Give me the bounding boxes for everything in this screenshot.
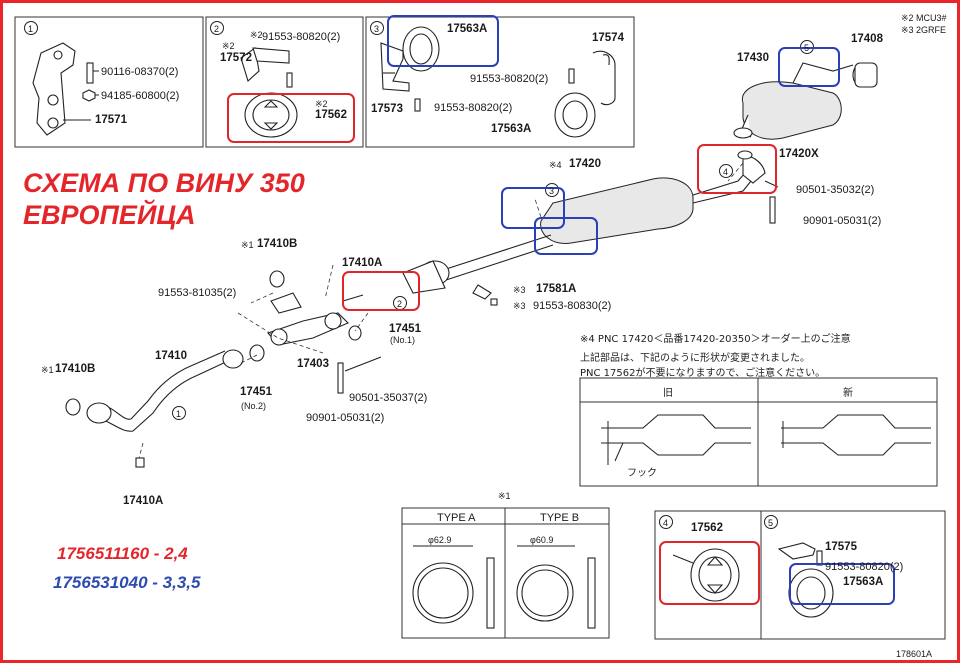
label-91553-81035: 91553-81035(2) bbox=[158, 287, 237, 299]
inset5-label-91553: 91553-80820(2) bbox=[825, 561, 904, 573]
diagram-id: 178601A bbox=[896, 649, 933, 659]
footnote-3: ※3 2GRFE bbox=[901, 25, 947, 35]
highlight-17563a-inset3 bbox=[387, 15, 499, 67]
label-17410a: 17410A bbox=[342, 257, 383, 269]
inset-1-number: 1 bbox=[28, 24, 34, 34]
front-pipe-17410-drawing bbox=[65, 270, 498, 468]
highlight-muffler-inlet bbox=[534, 217, 598, 255]
inset2-mark-b: ※2 bbox=[222, 41, 235, 51]
label-17408: 17408 bbox=[851, 33, 883, 45]
label-17410: 17410 bbox=[155, 350, 187, 362]
inset-45-frame bbox=[654, 510, 946, 640]
annotation-title-line1: СХЕМА ПО ВИНУ 350 bbox=[23, 168, 305, 198]
highlight-17562-inset2 bbox=[227, 93, 355, 143]
highlight-circle3 bbox=[501, 187, 565, 229]
label-17410b-left: 17410B bbox=[55, 363, 96, 375]
gasket-type-b-label: TYPE B bbox=[540, 512, 580, 524]
inset2-label-91553: 91553-80820(2) bbox=[262, 31, 341, 43]
note4-title: ※4 PNC 17420＜品番17420-20350＞オーダー上のご注意 bbox=[580, 334, 851, 345]
highlight-circle5-pipe bbox=[778, 47, 840, 87]
label-90501-35037: 90501-35037(2) bbox=[349, 392, 428, 404]
inset-3-number: 3 bbox=[374, 24, 380, 34]
callout-2: 2 bbox=[397, 299, 403, 309]
inset2-mark-c: ※2 bbox=[315, 99, 328, 109]
hanger-17563a-inset5-drawing bbox=[777, 542, 834, 618]
highlight-17420x bbox=[697, 144, 777, 194]
inset3-label-91553-b: 91553-80820(2) bbox=[434, 102, 513, 114]
label-90501-35032: 90501-35032(2) bbox=[796, 184, 875, 196]
gasket-table-mark: ※1 bbox=[498, 491, 511, 501]
mark-17410b-left: ※1 bbox=[41, 365, 54, 375]
hanger-17563a-inset3-drawing bbox=[380, 26, 616, 138]
note4-old-label: 旧 bbox=[663, 388, 673, 399]
label-90901-05031-b: 90901-05031(2) bbox=[306, 412, 385, 424]
inset3-label-91553-a: 91553-80820(2) bbox=[470, 73, 549, 85]
inset3-label-17563a-bottom: 17563A bbox=[491, 123, 532, 135]
footnote-2: ※2 MCU3# bbox=[901, 13, 947, 23]
inset-2-number: 2 bbox=[214, 24, 220, 34]
inset4-label-17562: 17562 bbox=[691, 522, 723, 534]
callout-4: 4 bbox=[723, 167, 729, 177]
inset3-label-17563a-top: 17563A bbox=[447, 23, 488, 35]
center-pipe-17420-drawing bbox=[402, 150, 779, 294]
callout-1: 1 bbox=[176, 409, 182, 419]
highlight-17563a-inset5 bbox=[789, 563, 895, 605]
inset5-label-17575: 17575 bbox=[825, 541, 857, 553]
note4-new-label: 新 bbox=[843, 388, 853, 399]
label-17451-no1-sub: (No.1) bbox=[390, 335, 416, 345]
inset5-label-17563a: 17563A bbox=[843, 576, 884, 588]
callout-3: 3 bbox=[549, 186, 555, 196]
gasket-type-b-diameter: φ60.9 bbox=[530, 535, 554, 545]
inset-3-frame bbox=[365, 16, 635, 148]
gasket-type-a-label: TYPE A bbox=[437, 512, 476, 524]
gasket-type-table-frame bbox=[401, 507, 610, 639]
label-17451-no1: 17451 bbox=[389, 323, 421, 335]
label-17420: 17420 bbox=[569, 158, 601, 170]
inset2-label-17572: 17572 bbox=[220, 52, 252, 64]
callout-5: 5 bbox=[804, 43, 810, 53]
highlight-17562-inset4 bbox=[659, 541, 760, 605]
label-17410a-bottom: 17410A bbox=[123, 495, 164, 507]
inset3-label-17574: 17574 bbox=[592, 32, 624, 44]
inset1-label-90116: 90116-08370(2) bbox=[101, 66, 179, 78]
label-17451-no2-sub: (No.2) bbox=[241, 401, 267, 411]
mark-17410b-top: ※1 bbox=[241, 240, 254, 250]
bracket-17571-drawing bbox=[32, 42, 99, 136]
code-blue-3-3-5: 1756531040 - 3,3,5 bbox=[53, 573, 201, 592]
label-90901-05031-a: 90901-05031(2) bbox=[803, 215, 882, 227]
inset1-label-94185: 94185-60800(2) bbox=[101, 90, 180, 102]
label-91553-80830: 91553-80830(2) bbox=[533, 300, 612, 312]
inset1-label-17571: 17571 bbox=[95, 114, 127, 126]
note4-line2: PNC 17562が不要になりますので、ご注意ください。 bbox=[580, 368, 826, 379]
label-17430: 17430 bbox=[737, 52, 769, 64]
label-17410b-top: 17410B bbox=[257, 238, 298, 250]
inset-5-number: 5 bbox=[768, 518, 774, 528]
mark-91553-80830: ※3 bbox=[513, 301, 526, 311]
inset-1-frame bbox=[14, 16, 204, 148]
mark-17581a: ※3 bbox=[513, 285, 526, 295]
hanger-17562-inset4-drawing bbox=[672, 548, 740, 602]
note4-line1: 上記部品は、下記のように形状が変更されました。 bbox=[580, 353, 810, 364]
highlight-17410a-flange bbox=[342, 271, 420, 311]
inset-4-number: 4 bbox=[663, 518, 669, 528]
code-red-2-4: 1756511160 - 2,4 bbox=[57, 544, 188, 563]
hanger-17562-inset2-drawing bbox=[240, 47, 298, 138]
inset3-label-17573: 17573 bbox=[371, 103, 403, 115]
label-17420x: 17420X bbox=[779, 148, 819, 160]
annotation-title-line2: ЕВРОПЕЙЦА bbox=[23, 200, 196, 230]
diagram-linework bbox=[14, 16, 946, 640]
note4-hook-label: フック bbox=[627, 468, 657, 479]
gasket-type-a-diameter: φ62.9 bbox=[428, 535, 452, 545]
mark-17420: ※4 bbox=[549, 160, 562, 170]
note4-panel-frame bbox=[579, 377, 938, 487]
inset2-mark-a: ※2 bbox=[250, 30, 263, 40]
label-17403: 17403 bbox=[297, 358, 329, 370]
inset-2-frame bbox=[205, 16, 364, 148]
inset2-label-17562: 17562 bbox=[315, 109, 347, 121]
tail-muffler-17430-drawing bbox=[733, 62, 878, 140]
label-17451-no2: 17451 bbox=[240, 386, 272, 398]
label-17581a: 17581A bbox=[536, 283, 577, 295]
